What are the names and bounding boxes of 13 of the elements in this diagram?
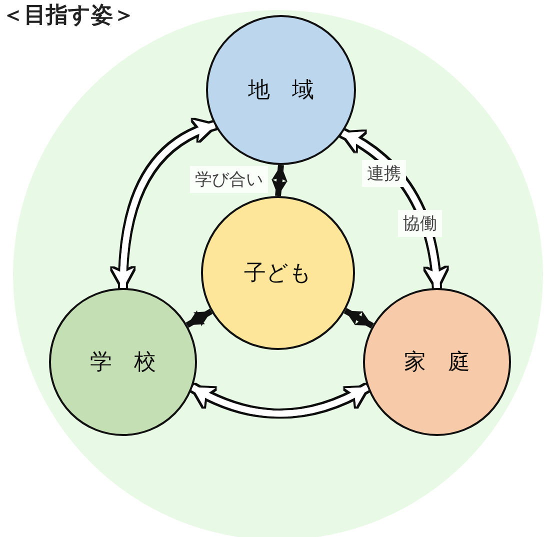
hollow-double-headed-arrow (112, 121, 216, 288)
node-label: 学 校 (90, 349, 156, 377)
title: ＜目指す姿＞ (2, 1, 135, 30)
edge-label: 連携 (362, 160, 406, 187)
node-label: 地 域 (248, 77, 314, 105)
double-headed-arrow (186, 308, 213, 328)
double-headed-arrow (344, 308, 374, 329)
node-label: 子ども (244, 260, 312, 288)
hollow-double-headed-arrow (191, 384, 369, 417)
node-label: 家 庭 (404, 349, 470, 377)
arrow-label: 協働 (398, 210, 442, 237)
edge-label: 学び合い (190, 166, 268, 193)
double-headed-arrow (272, 164, 288, 196)
